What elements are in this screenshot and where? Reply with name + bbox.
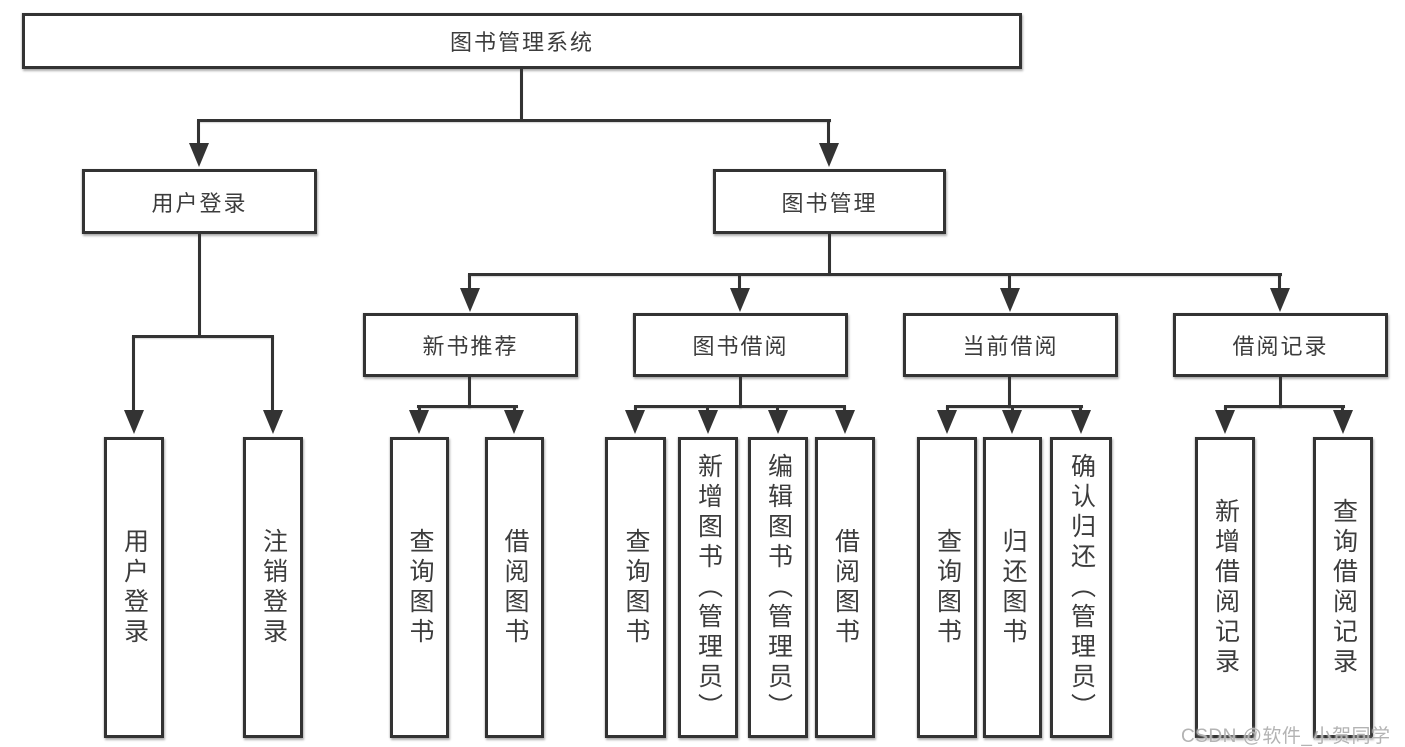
leaf-logout: 注销登录 — [243, 437, 303, 738]
leaf-query-borrow-record: 查询借阅记录 — [1313, 437, 1373, 738]
leaf-add-books-admin: 新增图书（管理员） — [678, 437, 738, 738]
connector-bookmgmt-stem — [828, 232, 831, 275]
arrowhead-down-icon — [1215, 410, 1235, 434]
connector-level1-bar — [198, 119, 831, 122]
arrowhead-down-icon — [1333, 410, 1353, 434]
leaf-confirm-return-admin-label: 确认归还（管理员） — [1067, 452, 1096, 723]
arrowhead-down-icon — [504, 410, 524, 434]
node-new-book-recommend-label: 新书推荐 — [422, 334, 519, 359]
arrowhead-down-icon — [409, 410, 429, 434]
node-current-borrowing-label: 当前借阅 — [962, 334, 1059, 359]
connector-leaf-drop — [1079, 405, 1082, 413]
node-root: 图书管理系统 — [22, 13, 1022, 69]
connector-userlogin-drop — [197, 119, 200, 147]
arrowhead-down-icon — [937, 410, 957, 434]
connector-newbook-bar — [417, 405, 518, 408]
node-borrowing-records: 借阅记录 — [1173, 313, 1388, 377]
leaf-edit-books-admin-label: 编辑图书（管理员） — [764, 452, 793, 723]
arrowhead-down-icon — [819, 143, 839, 167]
leaf-query-books-borrowing: 查询图书 — [605, 437, 666, 738]
arrowhead-down-icon — [189, 143, 209, 167]
connector-leaf-drop — [946, 405, 949, 413]
connector-currentborrow-bar — [946, 405, 1083, 408]
connector-leaf-drop — [513, 405, 516, 413]
leaf-return-books: 归还图书 — [983, 437, 1042, 738]
connector-leaf-drop — [418, 405, 421, 413]
connector-borrowrecord-drop — [1278, 273, 1281, 291]
leaf-add-books-admin-label: 新增图书（管理员） — [694, 452, 723, 723]
node-book-management-label: 图书管理 — [781, 190, 878, 216]
connector-leaf-drop — [271, 335, 274, 412]
arrowhead-down-icon — [460, 288, 480, 312]
arrowhead-down-icon — [1002, 410, 1022, 434]
leaf-user-login-label: 用户登录 — [120, 527, 149, 648]
connector-borrowrecord-stem — [1279, 375, 1282, 408]
connector-bookborrow-bar — [634, 405, 846, 408]
arrowhead-down-icon — [698, 410, 718, 434]
arrowhead-down-icon — [1000, 288, 1020, 312]
node-book-borrowing: 图书借阅 — [633, 313, 848, 377]
arrowhead-down-icon — [1270, 288, 1290, 312]
connector-leaf-drop — [634, 405, 637, 413]
leaf-confirm-return-admin: 确认归还（管理员） — [1050, 437, 1112, 738]
leaf-query-books-current: 查询图书 — [917, 437, 977, 738]
leaf-query-books-recommend: 查询图书 — [390, 437, 449, 738]
arrowhead-down-icon — [263, 410, 283, 434]
connector-leaf-drop — [843, 405, 846, 413]
connector-leaf-drop — [776, 405, 779, 413]
leaf-borrow-books-label: 借阅图书 — [831, 527, 860, 648]
node-user-login: 用户登录 — [82, 169, 317, 234]
node-book-borrowing-label: 图书借阅 — [692, 334, 789, 359]
connector-leaf-drop — [1341, 405, 1344, 413]
leaf-query-books-current-label: 查询图书 — [933, 527, 962, 648]
leaf-query-books-borrowing-label: 查询图书 — [622, 527, 650, 648]
connector-userlogin-bar — [132, 335, 274, 338]
node-user-login-label: 用户登录 — [151, 190, 248, 216]
connector-leaf-drop — [1224, 405, 1227, 413]
arrowhead-down-icon — [1071, 410, 1091, 434]
leaf-return-books-label: 归还图书 — [999, 527, 1027, 648]
connector-newbook-drop — [468, 273, 471, 291]
node-book-management: 图书管理 — [713, 169, 946, 234]
node-current-borrowing: 当前借阅 — [903, 313, 1118, 377]
connector-leaf-drop — [1011, 405, 1014, 413]
arrowhead-down-icon — [835, 410, 855, 434]
leaf-add-borrow-record: 新增借阅记录 — [1195, 437, 1255, 738]
leaf-query-borrow-record-label: 查询借阅记录 — [1329, 497, 1358, 678]
leaf-query-books-recommend-label: 查询图书 — [406, 527, 434, 648]
leaf-user-login: 用户登录 — [104, 437, 164, 738]
connector-userlogin-stem — [198, 232, 201, 336]
connector-bookborrow-stem — [739, 375, 742, 408]
connector-leaf-drop — [706, 405, 709, 413]
arrowhead-down-icon — [768, 410, 788, 434]
arrowhead-down-icon — [124, 410, 144, 434]
node-new-book-recommend: 新书推荐 — [363, 313, 578, 377]
connector-root-stem — [520, 67, 523, 120]
leaf-borrow-books: 借阅图书 — [815, 437, 875, 738]
connector-level3-bar — [468, 273, 1282, 276]
arrowhead-down-icon — [730, 288, 750, 312]
leaf-add-borrow-record-label: 新增借阅记录 — [1211, 497, 1240, 678]
connector-newbook-stem — [468, 375, 471, 408]
connector-bookmgmt-drop — [827, 119, 830, 147]
arrowhead-down-icon — [625, 410, 645, 434]
leaf-borrow-books-recommend-label: 借阅图书 — [501, 527, 529, 648]
connector-borrowrecord-bar — [1224, 405, 1345, 408]
connector-currentborrow-drop — [1008, 273, 1011, 291]
leaf-borrow-books-recommend: 借阅图书 — [485, 437, 544, 738]
node-borrowing-records-label: 借阅记录 — [1232, 334, 1329, 359]
leaf-logout-label: 注销登录 — [259, 527, 288, 648]
leaf-edit-books-admin: 编辑图书（管理员） — [748, 437, 808, 738]
connector-currentborrow-stem — [1008, 375, 1011, 408]
node-root-label: 图书管理系统 — [449, 30, 594, 55]
connector-bookborrow-drop — [738, 273, 741, 291]
csdn-watermark: CSDN @软件_小贺同学 — [1181, 726, 1391, 747]
connector-leaf-drop — [132, 335, 135, 412]
